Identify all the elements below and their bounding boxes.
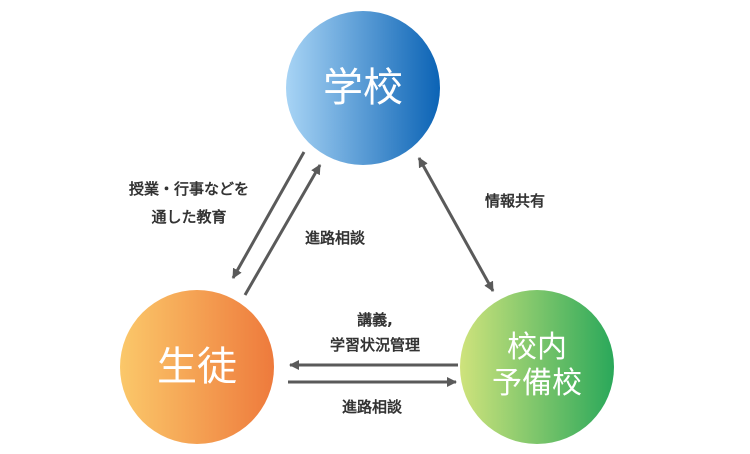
prep-node — [460, 290, 614, 444]
student-node — [120, 290, 274, 444]
student-node-label: 生徒 — [157, 344, 237, 390]
edge-label-lecture-line1: 講義, — [357, 311, 393, 329]
edge-label-career-consult-lower: 進路相談 — [341, 398, 402, 416]
edge-label-education-line2: 通した教育 — [151, 208, 227, 226]
edge-label-education-line1: 授業・行事などを — [128, 180, 249, 198]
arrow-student-to-school — [243, 164, 322, 296]
edge-label-info-sharing: 情報共有 — [484, 192, 545, 210]
arrow-school-prep — [417, 157, 495, 292]
school-node-label: 学校 — [323, 65, 403, 111]
edge-label-career-consult-upper: 進路相談 — [304, 229, 365, 247]
prep-node-label-line1: 校内 — [507, 330, 567, 365]
edge-label-lecture-line2: 学習状況管理 — [329, 336, 420, 354]
school-node — [286, 11, 440, 165]
prep-node-label-line2: 予備校 — [492, 366, 582, 401]
arrow-school-to-student — [231, 151, 306, 279]
